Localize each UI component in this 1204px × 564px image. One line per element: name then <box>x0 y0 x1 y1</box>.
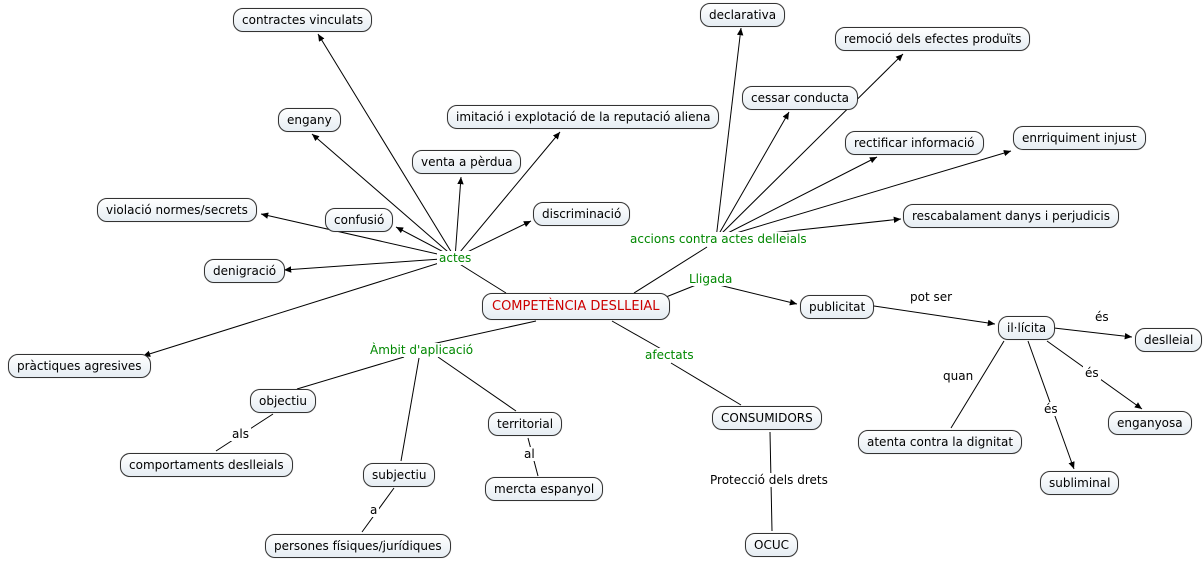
edge-accions-cessar <box>715 111 790 240</box>
edge-accions-rectificar <box>715 156 878 240</box>
node-subjectiu[interactable]: subjectiu <box>363 463 436 487</box>
edge-actes-violacio <box>260 212 456 259</box>
edge-lligada-publicitat <box>718 284 798 306</box>
edge-ambit-subjectiu <box>400 357 420 462</box>
link-label-ambit-aplicacio[interactable]: Àmbit d'aplicació <box>368 343 476 357</box>
edge-center-actes <box>457 262 507 294</box>
edge-center-afectats <box>611 320 664 351</box>
node-territorial[interactable]: territorial <box>488 412 563 436</box>
node-cessar-conducta[interactable]: cessar conducta <box>742 86 859 110</box>
node-enganyosa[interactable]: enganyosa <box>1108 411 1192 435</box>
node-declarativa[interactable]: declarativa <box>700 3 786 27</box>
edge-illicita-atenta <box>950 340 1005 429</box>
node-confusio[interactable]: confusió <box>325 208 394 232</box>
node-venta-a-perdua[interactable]: venta a pèrdua <box>412 150 522 174</box>
edge-accions-declarativa <box>715 27 744 240</box>
node-mercat-espanyol[interactable]: mercta espanyol <box>485 477 604 501</box>
edge-publicitat-illicita <box>873 305 996 327</box>
link-label-accions-contra-actes[interactable]: accions contra actes delleials <box>628 232 809 246</box>
edge-actes-imitacio <box>454 131 561 259</box>
edge-center-accions <box>633 246 708 294</box>
node-ocuc[interactable]: OCUC <box>745 533 798 557</box>
link-label-es-deslleial[interactable]: és <box>1093 310 1111 324</box>
link-label-quan[interactable]: quan <box>941 369 976 383</box>
link-label-al[interactable]: al <box>522 447 537 461</box>
node-rectificar-informacio[interactable]: rectificar informació <box>845 131 984 155</box>
node-deslleial[interactable]: deslleial <box>1135 328 1203 352</box>
node-engany[interactable]: engany <box>278 108 341 132</box>
node-subliminal[interactable]: subliminal <box>1040 471 1120 495</box>
node-comportaments-deslleials[interactable]: comportaments deslleials <box>120 453 293 477</box>
node-imitacio-reputacio[interactable]: imitació i explotació de la reputació al… <box>447 105 720 129</box>
edge-actes-engany <box>311 133 456 259</box>
edge-accions-enriquiment <box>715 149 1012 240</box>
node-rescabalament-danys[interactable]: rescabalament danys i perjudicis <box>903 204 1120 228</box>
edge-actes-contractes <box>317 33 456 259</box>
link-label-a[interactable]: a <box>368 503 380 517</box>
node-denigracio[interactable]: denigració <box>204 259 286 283</box>
node-consumidors[interactable]: CONSUMIDORS <box>712 406 822 430</box>
link-label-proteccio-drets[interactable]: Protecció dels drets <box>708 473 830 487</box>
node-contractes-vinculats[interactable]: contractes vinculats <box>233 8 373 32</box>
edge-ambit-territorial <box>437 356 517 412</box>
edge-actes-venta <box>454 176 464 259</box>
node-enriquiment-injust[interactable]: enrriquiment injust <box>1013 126 1146 150</box>
link-label-actes[interactable]: actes <box>437 251 474 265</box>
node-persones-fisiques-juridiques[interactable]: persones físiques/jurídiques <box>265 534 451 558</box>
node-violacio-normes-secrets[interactable]: violació normes/secrets <box>97 198 257 222</box>
node-discriminacio[interactable]: discriminació <box>533 202 631 226</box>
link-label-als[interactable]: als <box>230 427 251 441</box>
edge-actes-practiques <box>142 257 456 357</box>
node-objectiu[interactable]: objectiu <box>250 389 316 413</box>
edge-actes-denigracio <box>283 257 456 273</box>
edge-ambit-objectiu <box>296 356 405 390</box>
edge-center-ambit <box>422 320 537 347</box>
link-label-es-enganyosa[interactable]: és <box>1083 366 1101 380</box>
link-label-pot-ser[interactable]: pot ser <box>908 290 955 304</box>
node-remocio-efectes[interactable]: remoció dels efectes produïts <box>835 27 1031 51</box>
edge-illicita-deslleial <box>1053 327 1133 340</box>
node-practiques-agresives[interactable]: pràctiques agresives <box>8 354 151 378</box>
node-illicita[interactable]: il·lícita <box>998 316 1056 340</box>
node-competencia-deslleial[interactable]: COMPETÈNCIA DESLLEIAL <box>482 293 670 320</box>
link-label-es-subliminal[interactable]: és <box>1042 402 1060 416</box>
link-label-lligada[interactable]: Lligada <box>687 272 735 286</box>
link-label-afectats[interactable]: afectats <box>643 348 696 362</box>
edge-accions-remocio <box>715 53 904 240</box>
node-publicitat[interactable]: publicitat <box>800 295 875 319</box>
node-atenta-dignitat[interactable]: atenta contra la dignitat <box>858 430 1023 454</box>
edge-afectats-consumidors <box>670 362 742 406</box>
